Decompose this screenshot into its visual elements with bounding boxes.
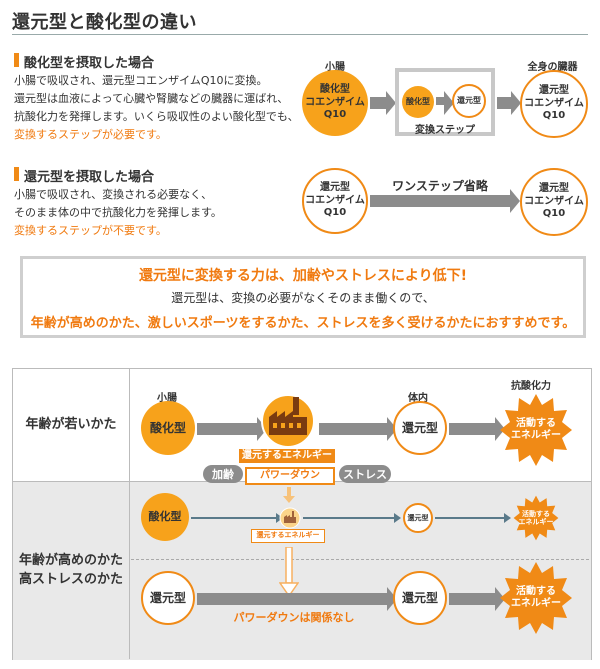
one-step-skip-label: ワンステップ省略 (392, 179, 488, 193)
row2-line-2 (303, 513, 401, 523)
section2-line-2: そのまま体の中で抗酸化力を発揮します。 (14, 206, 222, 219)
row1-arrow-3 (449, 417, 505, 441)
section1-line-1: 小腸で吸収され、還元型コエンザイムQ10に変換。 (14, 74, 268, 87)
reduced-coq10-circle-right: 還元型 コエンザイム Q10 (520, 168, 588, 236)
down-arrow-1 (283, 487, 295, 503)
section1-highlight: 変換するステップが必要です。 (14, 128, 167, 141)
col-label-body: 体内 (408, 393, 428, 404)
section1-line-2: 還元型は血液によって心臓や腎臓などの臓器に運ばれ、 (14, 92, 289, 105)
row3-arrow-2 (449, 587, 505, 611)
row3-reduced-circle-mid: 還元型 (393, 571, 447, 625)
down-arrow-2 (278, 546, 300, 598)
label-column-divider (129, 369, 130, 659)
row1-energy-burst: 活動する エネルギー (499, 393, 573, 467)
row2-energy-label: 活動する エネルギー (518, 509, 554, 526)
row1-arrow-1 (197, 417, 267, 441)
callout-line-3: 年齢が高めのかた、激しいスポーツをするかた、ストレスを多く受けるかたにおすすめで… (30, 316, 576, 331)
factory-icon (257, 391, 319, 448)
reduced-coq10-circle-left: 還元型 コエンザイム Q10 (302, 168, 368, 234)
row1-reduced-circle: 還元型 (393, 401, 447, 455)
row3-not-affected-note: パワーダウンは関係なし (233, 611, 355, 624)
row2-reduced-circle: 還元型 (403, 503, 433, 533)
stress-tag: ストレス (339, 465, 391, 483)
section1-line-3: 抗酸化力を発揮します。いくら吸収性のよい酸化型でも、 (14, 110, 299, 123)
row2-row3-dashed-divider (131, 559, 589, 560)
one-step-arrow (370, 189, 520, 213)
label-small-intestine: 小腸 (325, 62, 345, 73)
row2-reduction-energy-banner: 還元するエネルギー (251, 529, 325, 543)
callout-line-2: 還元型は、変換の必要がなくそのまま働くので、 (171, 291, 435, 305)
title-divider (12, 34, 588, 35)
comparison-panel: 年齢が若いかた 年齢が高めのかた 高ストレスのかた 小腸 体内 抗酸化力 酸化型… (12, 368, 592, 660)
row3-reduced-circle-start: 還元型 (141, 571, 195, 625)
row2-label: 年齢が高めのかた 高ストレスのかた (18, 552, 123, 587)
aging-tag: 加齢 (203, 465, 243, 483)
step-inner-arrow (436, 91, 454, 115)
row2-factory-icon (279, 507, 301, 529)
col-label-antioxidant: 抗酸化力 (511, 381, 551, 392)
row1-reduction-energy-banner: 還元するエネルギー (237, 447, 337, 465)
row3-arrow-1 (197, 587, 397, 611)
reduced-coq10-circle-organs: 還元型 コエンザイム Q10 (520, 70, 588, 138)
powerdown-banner: パワーダウン (245, 467, 335, 485)
arrow-to-organs (497, 91, 521, 115)
label-whole-body-organs: 全身の臓器 (527, 62, 578, 73)
row2-line-3 (435, 513, 511, 523)
row1-energy-label: 活動する エネルギー (511, 418, 561, 441)
row2-energy-burst: 活動する エネルギー (513, 495, 559, 541)
row1-label: 年齢が若いかた (25, 416, 117, 432)
row23-bg (13, 481, 591, 660)
row3-energy-burst: 活動する エネルギー (499, 561, 573, 635)
col-label-small-intestine: 小腸 (157, 393, 177, 404)
callout-box: 還元型に変換する力は、加齢やストレスにより低下! 還元型は、変換の必要がなくその… (20, 256, 586, 338)
row2-oxidized-circle: 酸化型 (141, 493, 189, 541)
step-oxidized-circle: 酸化型 (402, 86, 434, 118)
section2-line-1: 小腸で吸収され、変換される必要なく、 (14, 188, 213, 201)
arrow-to-step (370, 91, 396, 115)
section1-heading: 酸化型を摂取した場合 (14, 52, 154, 71)
row1-arrow-2 (319, 417, 397, 441)
section1-body: 小腸で吸収され、還元型コエンザイムQ10に変換。 還元型は血液によって心臓や腎臓… (14, 72, 304, 144)
section2-body: 小腸で吸収され、変換される必要なく、 そのまま体の中で抗酸化力を発揮します。 変… (14, 186, 304, 240)
page-title: 還元型と酸化型の違い (12, 12, 197, 33)
step-reduced-circle: 還元型 (452, 84, 486, 118)
section2-heading: 還元型を摂取した場合 (14, 166, 154, 185)
row3-energy-label: 活動する エネルギー (511, 586, 561, 609)
callout-line-1: 還元型に変換する力は、加齢やストレスにより低下! (138, 268, 468, 284)
conversion-step-caption: 変換ステップ (415, 125, 475, 136)
oxidized-coq10-circle: 酸化型 コエンザイム Q10 (302, 70, 368, 136)
row2-line-1 (191, 513, 283, 523)
section2-highlight: 変換するステップが不要です。 (14, 224, 167, 237)
row1-oxidized-circle: 酸化型 (141, 401, 195, 455)
